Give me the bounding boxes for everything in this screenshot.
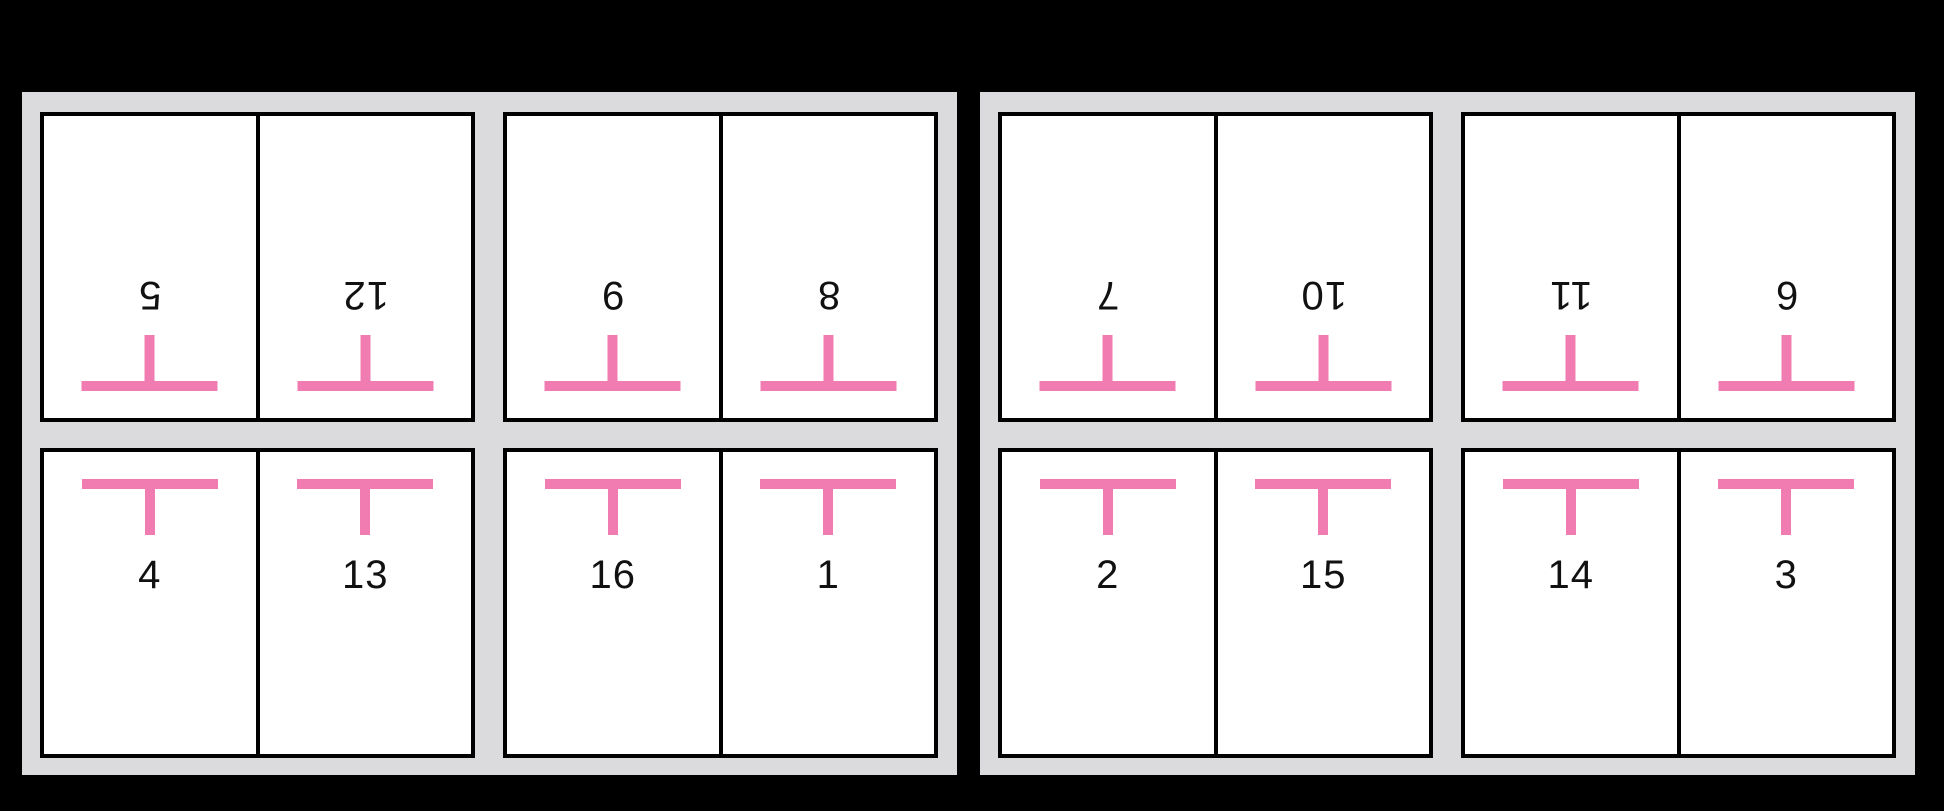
press-sheet-2: 7 10 11 bbox=[980, 92, 1915, 775]
fold-mark-icon bbox=[760, 335, 897, 391]
page-number: 1 bbox=[816, 553, 840, 597]
sheet-2-grid: 7 10 11 bbox=[998, 112, 1896, 758]
page-number: 12 bbox=[342, 273, 389, 317]
fold-mark-icon bbox=[81, 335, 218, 391]
fold-mark-icon bbox=[1502, 335, 1639, 391]
fold-mark-icon bbox=[81, 479, 218, 535]
page-number: 16 bbox=[589, 553, 636, 597]
page-cell: 14 bbox=[1465, 452, 1677, 754]
fold-mark-icon bbox=[544, 479, 681, 535]
panel-pair: 9 8 bbox=[503, 112, 938, 422]
page-cell: 16 bbox=[507, 452, 719, 754]
panel-pair: 7 10 bbox=[998, 112, 1433, 422]
page-cell: 8 bbox=[718, 116, 934, 418]
fold-mark-icon bbox=[1502, 479, 1639, 535]
page-cell: 7 bbox=[1002, 116, 1214, 418]
page-cell: 6 bbox=[1676, 116, 1892, 418]
sheet-1-grid: 5 12 9 bbox=[40, 112, 938, 758]
fold-mark-icon bbox=[1039, 335, 1176, 391]
page-number: 3 bbox=[1774, 553, 1798, 597]
fold-mark-icon bbox=[1255, 479, 1392, 535]
page-number: 11 bbox=[1548, 273, 1593, 317]
page-cell: 5 bbox=[44, 116, 256, 418]
fold-mark-icon bbox=[1255, 335, 1392, 391]
page-number: 10 bbox=[1300, 273, 1347, 317]
fold-mark-icon bbox=[1718, 479, 1855, 535]
page-number: 14 bbox=[1547, 553, 1594, 597]
panel-pair: 16 1 bbox=[503, 448, 938, 758]
page-number: 9 bbox=[601, 273, 625, 317]
page-cell: 3 bbox=[1676, 452, 1892, 754]
page-cell: 13 bbox=[255, 452, 471, 754]
page-cell: 12 bbox=[255, 116, 471, 418]
fold-mark-icon bbox=[297, 479, 434, 535]
page-cell: 1 bbox=[718, 452, 934, 754]
page-cell: 4 bbox=[44, 452, 256, 754]
fold-mark-icon bbox=[544, 335, 681, 391]
panel-pair: 11 6 bbox=[1461, 112, 1896, 422]
page-number: 8 bbox=[816, 273, 840, 317]
page-number: 6 bbox=[1774, 273, 1798, 317]
fold-mark-icon bbox=[760, 479, 897, 535]
page-number: 4 bbox=[138, 553, 162, 597]
press-sheet-1: 5 12 9 bbox=[22, 92, 957, 775]
fold-mark-icon bbox=[1718, 335, 1855, 391]
page-number: 7 bbox=[1096, 273, 1120, 317]
panel-pair: 2 15 bbox=[998, 448, 1433, 758]
page-number: 2 bbox=[1096, 553, 1120, 597]
page-cell: 10 bbox=[1213, 116, 1429, 418]
page-number: 5 bbox=[138, 273, 162, 317]
page-cell: 9 bbox=[507, 116, 719, 418]
panel-pair: 5 12 bbox=[40, 112, 475, 422]
page-number: 13 bbox=[342, 553, 389, 597]
page-cell: 11 bbox=[1465, 116, 1677, 418]
panel-pair: 14 3 bbox=[1461, 448, 1896, 758]
page-cell: 2 bbox=[1002, 452, 1214, 754]
fold-mark-icon bbox=[297, 335, 434, 391]
page-cell: 15 bbox=[1213, 452, 1429, 754]
page-number: 15 bbox=[1300, 553, 1347, 597]
fold-mark-icon bbox=[1039, 479, 1176, 535]
panel-pair: 4 13 bbox=[40, 448, 475, 758]
